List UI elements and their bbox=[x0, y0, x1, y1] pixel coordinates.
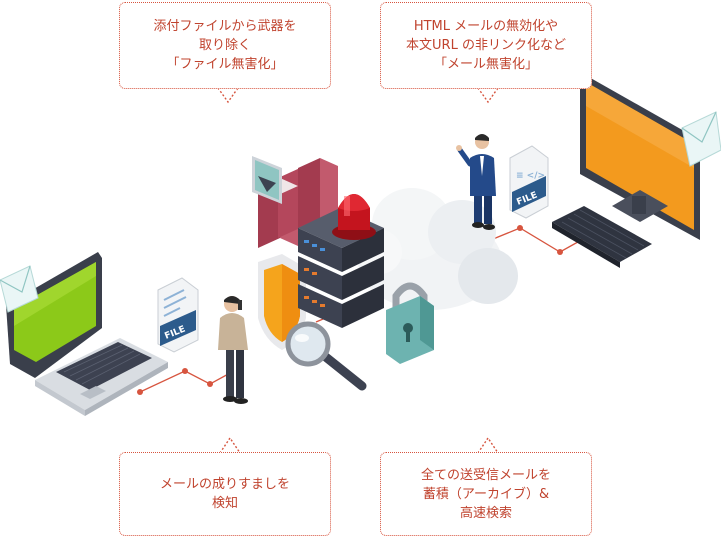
file-document-icon-left: FILE bbox=[157, 277, 199, 353]
desktop-monitor-icon bbox=[580, 72, 700, 240]
callout-line: 取り除く bbox=[198, 38, 251, 53]
callout-line: 「メール無害化」 bbox=[433, 57, 538, 72]
callout-file-sanitization: 添付ファイルから武器を 取り除く 「ファイル無害化」 bbox=[119, 2, 331, 89]
callout-line: 本文URL の非リンク化など bbox=[406, 38, 566, 53]
callout-line: 検知 bbox=[211, 496, 238, 511]
mail-screen-icon bbox=[252, 156, 282, 204]
callout-archive-search: 全ての送受信メールを 蓄積（アーカイブ）& 高速検索 bbox=[380, 452, 592, 536]
person-on-phone-icon bbox=[218, 296, 248, 404]
callout-line: 高速検索 bbox=[459, 505, 512, 521]
callout-line: HTML メールの無効化や bbox=[413, 19, 559, 34]
padlock-icon bbox=[386, 282, 434, 364]
path-node bbox=[182, 368, 188, 374]
alert-siren-icon bbox=[332, 194, 376, 240]
laptop-icon bbox=[6, 252, 168, 416]
mail-envelope-icon bbox=[0, 265, 39, 313]
path-node bbox=[137, 389, 143, 395]
path-node bbox=[557, 249, 563, 255]
mail-envelope-icon-right bbox=[681, 111, 721, 167]
callout-line: 添付ファイルから武器を bbox=[153, 19, 297, 34]
businessman-icon bbox=[456, 134, 496, 230]
svg-text:≡ </>: ≡ </> bbox=[516, 171, 545, 181]
callout-line: メールの成りすましを bbox=[159, 477, 290, 492]
callout-spoofing-detection: メールの成りすましを 検知 bbox=[119, 452, 331, 536]
path-node bbox=[207, 381, 213, 387]
path-node bbox=[517, 225, 523, 231]
connection-path bbox=[137, 225, 586, 395]
callout-line: 蓄積（アーカイブ）& bbox=[422, 486, 550, 502]
magnifier-icon bbox=[285, 321, 367, 391]
callout-line: 「ファイル無害化」 bbox=[166, 57, 284, 72]
callout-line: 全ての送受信メールを bbox=[420, 467, 551, 483]
file-document-icon-right: ≡ </> FILE bbox=[509, 145, 549, 219]
keyboard-icon bbox=[552, 206, 652, 268]
callout-mail-sanitization: HTML メールの無効化や 本文URL の非リンク化など 「メール無害化」 bbox=[380, 2, 592, 89]
shield-icon bbox=[258, 254, 306, 350]
